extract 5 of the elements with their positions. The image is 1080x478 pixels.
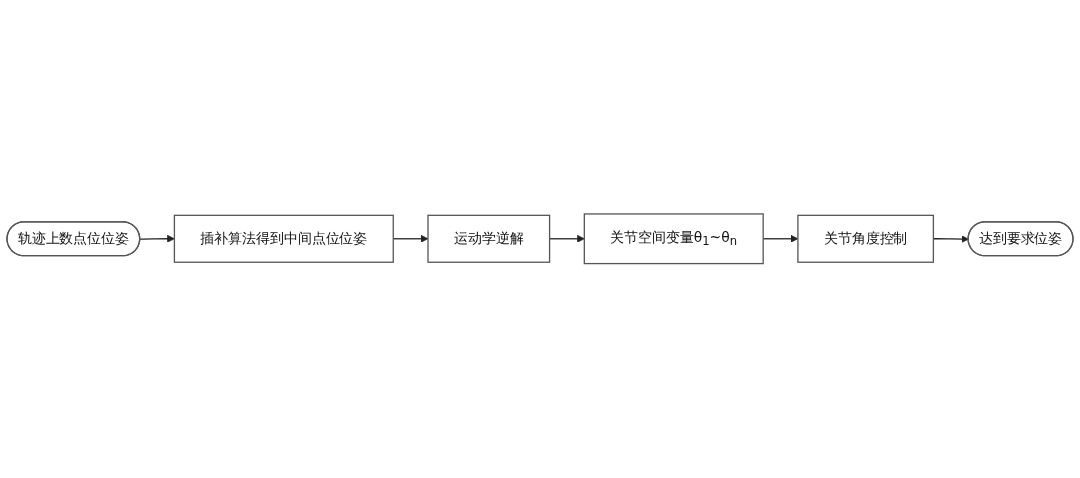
node-box: 运动学逆解 <box>427 214 551 264</box>
node-box: 插补算法得到中间点位位姿 <box>173 214 394 264</box>
arrow <box>139 235 175 243</box>
node-box: 关节角度控制 <box>797 214 935 264</box>
node-box: 关节空间变量θ$_{1}$~θ$_{n}$ <box>583 213 764 265</box>
